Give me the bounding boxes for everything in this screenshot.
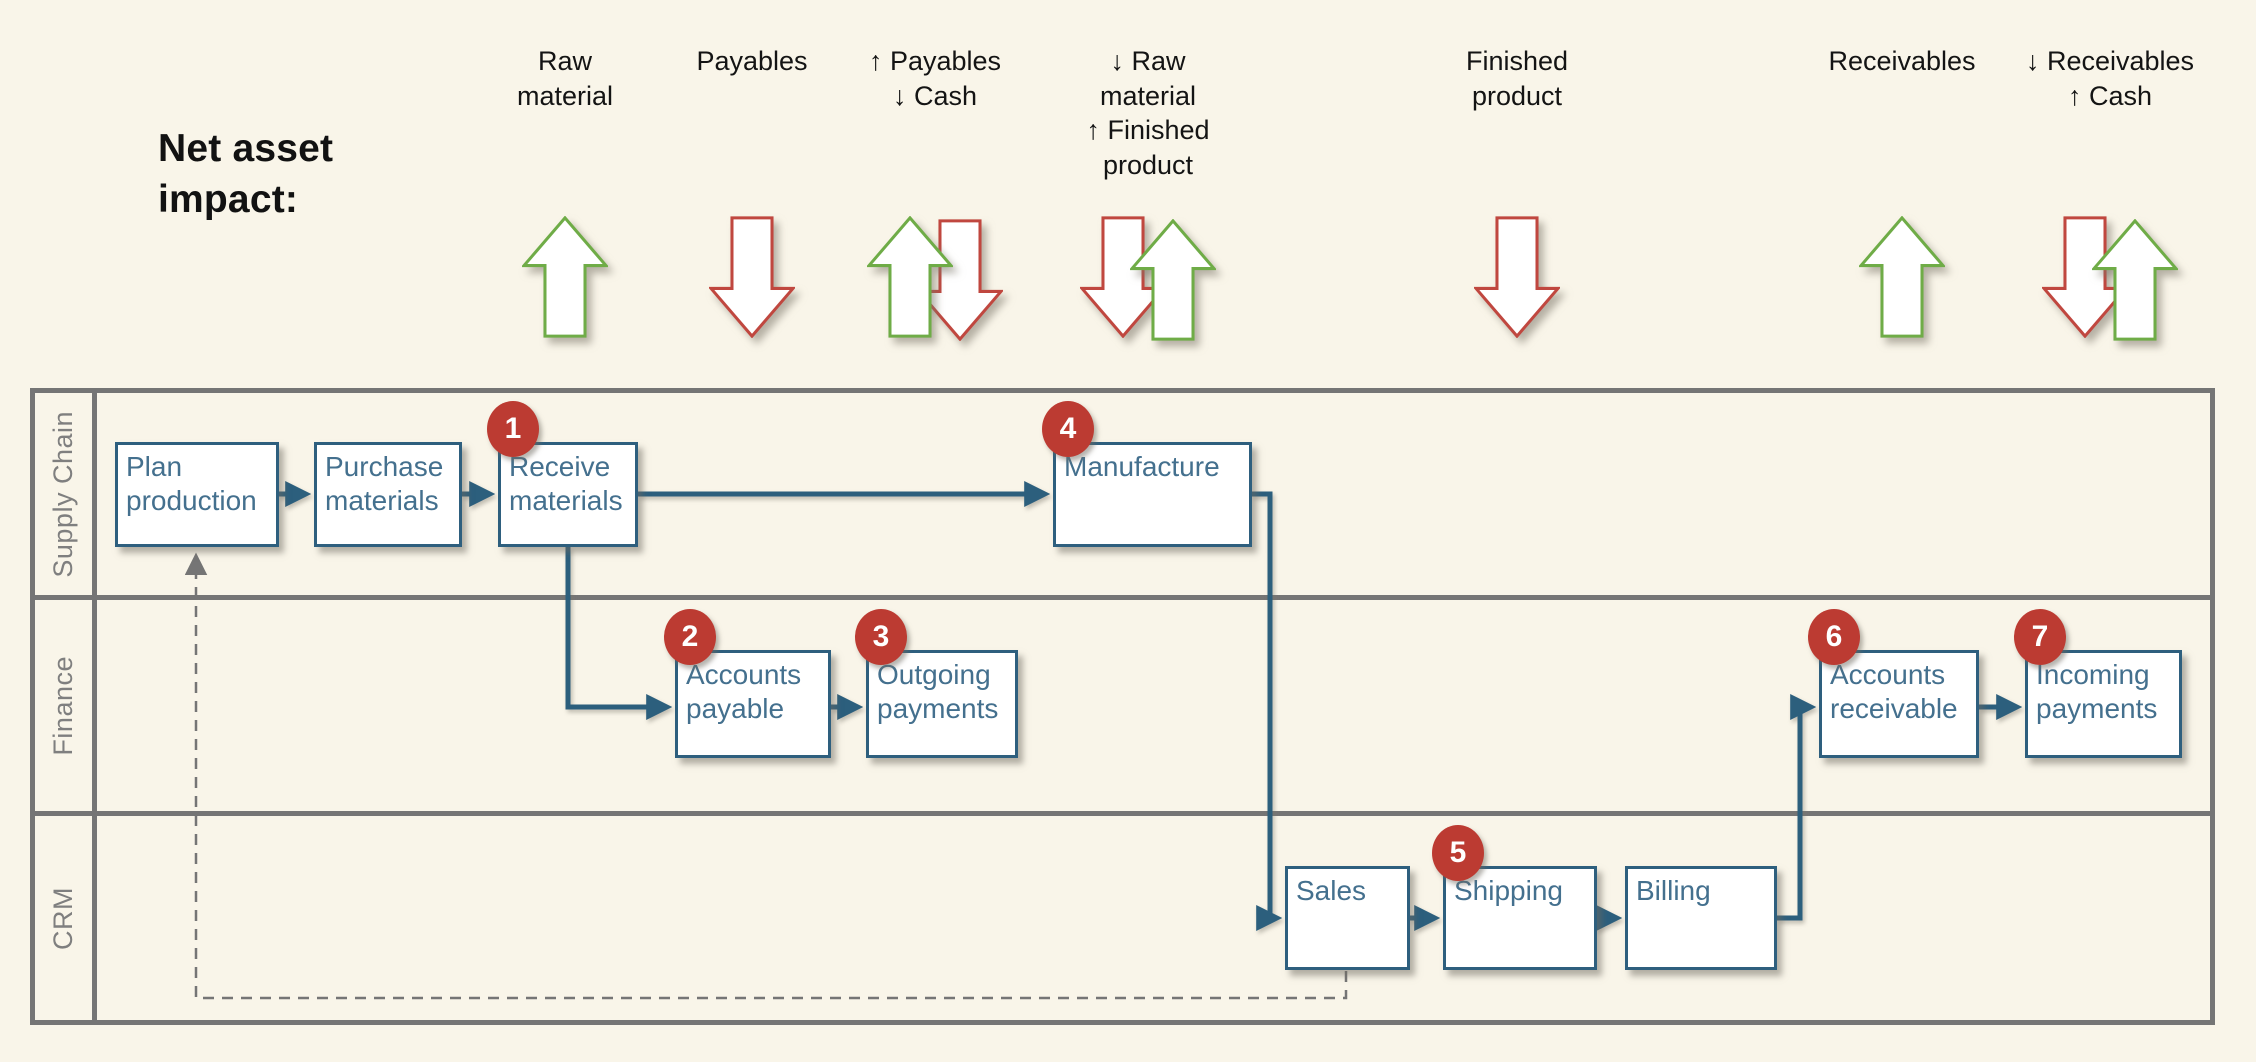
net-impact-up-green-arrow (867, 216, 953, 338)
process-box-plan-production: Plan production (115, 442, 279, 547)
net-impact-down-red-arrow (709, 216, 795, 338)
lane-label: CRM (48, 886, 78, 950)
net-impact-arrows (709, 216, 795, 338)
net-impact-arrows (1474, 216, 1560, 338)
net-impact-group-receivables: Receivables (1782, 44, 2022, 338)
net-impact-up-green-arrow (1859, 216, 1945, 338)
process-box-label: Accounts receivable (1830, 659, 1958, 725)
step-badge-6: 6 (1808, 609, 1860, 665)
net-impact-group-raw-finished: ↓ Raw material ↑ Finished product (1028, 44, 1268, 341)
net-impact-arrows (867, 216, 1003, 341)
net-impact-label: ↓ Receivables ↑ Cash (2025, 46, 2195, 111)
net-impact-arrows (522, 216, 608, 338)
process-box-label: Purchase materials (325, 451, 444, 517)
process-box-purchase-materials: Purchase materials (314, 442, 462, 547)
net-impact-label: Finished product (1465, 46, 1569, 111)
net-impact-group-payables-cash: ↑ Payables ↓ Cash (815, 44, 1055, 341)
process-box-label: Manufacture (1064, 451, 1220, 482)
net-impact-group-payables: Payables (632, 44, 872, 338)
process-box-receive-materials: 1 Receive materials (487, 401, 638, 547)
net-impact-up-green-arrow (2092, 219, 2178, 341)
lane-label: Supply Chain (48, 410, 78, 578)
process-box-sales: Sales (1285, 866, 1410, 970)
process-box-label: Plan production (126, 451, 257, 517)
net-impact-up-green-arrow (522, 216, 608, 338)
lane-label: Finance (48, 655, 78, 756)
page-title: Net asset impact: (158, 127, 334, 221)
step-badge-5: 5 (1432, 825, 1484, 881)
lane-header-crm: CRM (35, 816, 97, 1020)
net-impact-label: Receivables (1828, 46, 1976, 76)
lane-content-crm (97, 816, 2210, 1020)
step-badge-2: 2 (664, 609, 716, 665)
process-box-label: Accounts payable (686, 659, 802, 725)
step-badge-3: 3 (855, 609, 907, 665)
net-impact-up-green-arrow (1130, 219, 1216, 341)
process-box-label: Billing (1636, 875, 1711, 906)
net-impact-label: ↑ Payables ↓ Cash (868, 46, 1002, 111)
net-impact-group-raw-material: Raw material (445, 44, 685, 338)
process-box-label: Receive materials (509, 451, 623, 517)
step-badge-7: 7 (2014, 609, 2066, 665)
net-impact-arrows (1859, 216, 1945, 338)
process-box-incoming-payments: 7 Incoming payments (2014, 609, 2182, 758)
net-impact-label: Raw material (516, 46, 614, 111)
lane-header-supply-chain: Supply Chain (35, 393, 97, 600)
step-badge-1: 1 (487, 401, 539, 457)
process-box-accounts-receivable: 6 Accounts receivable (1808, 609, 1979, 758)
lane-header-finance: Finance (35, 600, 97, 816)
net-impact-group-receivables-cash: ↓ Receivables ↑ Cash (1990, 44, 2230, 341)
process-box-label: Shipping (1454, 875, 1563, 906)
process-box-billing: Billing (1625, 866, 1777, 970)
step-badge-4: 4 (1042, 401, 1094, 457)
process-box-manufacture: 4 Manufacture (1042, 401, 1252, 547)
process-box-accounts-payable: 2 Accounts payable (664, 609, 831, 758)
net-impact-label: ↓ Raw material ↑ Finished product (1086, 46, 1210, 180)
net-impact-label: Payables (696, 46, 808, 76)
process-box-label: Incoming payments (2036, 659, 2158, 725)
process-box-label: Sales (1296, 875, 1367, 906)
process-box-outgoing-payments: 3 Outgoing payments (855, 609, 1018, 758)
net-impact-arrows (2042, 216, 2178, 341)
net-impact-arrows (1080, 216, 1216, 341)
net-impact-group-finished-product: Finished product (1397, 44, 1637, 338)
process-box-label: Outgoing payments (877, 659, 999, 725)
process-box-shipping: 5 Shipping (1432, 825, 1597, 970)
net-impact-down-red-arrow (1474, 216, 1560, 338)
